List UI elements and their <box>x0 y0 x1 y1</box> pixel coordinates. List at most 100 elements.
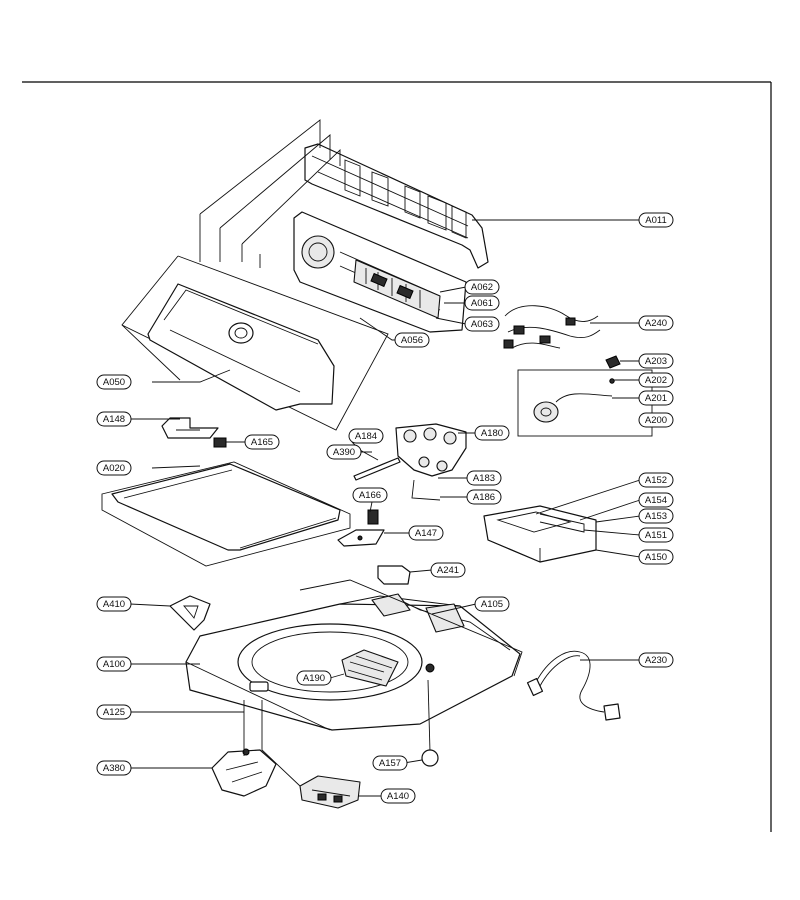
callout-label: A152 <box>645 475 667 486</box>
callout-a186: A186 <box>466 489 502 505</box>
callout-bubble <box>380 788 416 804</box>
leader-lines <box>129 219 652 797</box>
callout-label: A390 <box>333 447 355 458</box>
callout-a151: A151 <box>638 527 674 543</box>
callout-a061: A061 <box>464 295 500 311</box>
callout-label: A150 <box>645 552 667 563</box>
callout-bubble <box>96 704 132 720</box>
callout-a011: A011 <box>638 212 674 228</box>
callout-label: A241 <box>437 565 459 576</box>
control-panel-rear-cover <box>304 143 489 269</box>
callout-bubble <box>638 652 674 668</box>
callout-label: A154 <box>645 495 667 506</box>
callout-a062: A062 <box>464 279 500 295</box>
callout-a140: A140 <box>380 788 416 804</box>
callout-label: A140 <box>387 791 409 802</box>
power-cord <box>526 650 621 721</box>
hose-a390 <box>353 457 401 481</box>
pressure-sensor-group <box>517 355 653 437</box>
callout-bubble <box>348 428 384 444</box>
callout-a180: A180 <box>474 425 510 441</box>
callout-label: A186 <box>473 492 495 503</box>
callout-label: A153 <box>645 511 667 522</box>
callout-a154: A154 <box>638 492 674 508</box>
callout-a166: A166 <box>352 487 388 503</box>
switch-a165 <box>213 437 227 448</box>
callout-a150: A150 <box>638 549 674 565</box>
callout-bubble <box>296 670 332 686</box>
pcb-a190 <box>341 649 399 687</box>
callout-bubble <box>96 596 132 612</box>
callout-bubble <box>464 295 500 311</box>
callout-a148: A148 <box>96 411 132 427</box>
callout-bubble <box>464 316 500 332</box>
callout-label: A148 <box>103 414 125 425</box>
callout-a230: A230 <box>638 652 674 668</box>
callout-label: A183 <box>473 473 495 484</box>
callout-label: A230 <box>645 655 667 666</box>
control-panel-outer <box>121 255 389 431</box>
callout-bubble <box>638 372 674 388</box>
callout-label: A062 <box>471 282 493 293</box>
callout-bubble <box>638 508 674 524</box>
callout-a410: A410 <box>96 596 132 612</box>
callout-label: A200 <box>645 415 667 426</box>
water-valve-assembly <box>395 423 467 501</box>
callout-a063: A063 <box>464 316 500 332</box>
callout-a020: A020 <box>96 460 132 476</box>
callout-a202: A202 <box>638 372 674 388</box>
callout-a152: A152 <box>638 472 674 488</box>
callout-a153: A153 <box>638 508 674 524</box>
callout-a105: A105 <box>474 596 510 612</box>
callout-bubble <box>430 562 466 578</box>
callout-a390: A390 <box>326 444 362 460</box>
callout-bubble <box>638 315 674 331</box>
callout-label: A147 <box>415 528 437 539</box>
callout-bubble <box>638 472 674 488</box>
callout-bubble <box>394 332 430 348</box>
callout-a203: A203 <box>638 353 674 369</box>
leveling-foot-a157 <box>421 663 439 767</box>
lid-a020 <box>101 461 351 567</box>
callout-bubble <box>408 525 444 541</box>
callout-bubble <box>326 444 362 460</box>
callout-label: A201 <box>645 393 667 404</box>
callout-bubble <box>638 549 674 565</box>
callout-label: A203 <box>645 356 667 367</box>
callout-label: A190 <box>303 673 325 684</box>
callout-bubble <box>372 755 408 771</box>
lock-a147 <box>337 529 385 547</box>
callout-bubble <box>638 212 674 228</box>
callout-bubble <box>474 596 510 612</box>
control-pcb <box>353 259 441 319</box>
callout-bubble <box>352 487 388 503</box>
module-a241 <box>377 565 411 585</box>
callout-bubble <box>96 460 132 476</box>
bracket-a148 <box>161 417 219 439</box>
callout-bubble <box>96 374 132 390</box>
callout-a157: A157 <box>372 755 408 771</box>
callout-label: A056 <box>401 335 423 346</box>
callout-label: A050 <box>103 377 125 388</box>
callout-label: A020 <box>103 463 125 474</box>
callout-label: A151 <box>645 530 667 541</box>
callout-label: A165 <box>251 437 273 448</box>
callout-bubble <box>638 412 674 428</box>
callout-a201: A201 <box>638 390 674 406</box>
callout-a183: A183 <box>466 470 502 486</box>
callout-label: A166 <box>359 490 381 501</box>
callout-bubble <box>638 353 674 369</box>
callout-label: A202 <box>645 375 667 386</box>
callout-a380: A380 <box>96 760 132 776</box>
callout-label: A157 <box>379 758 401 769</box>
callout-label: A063 <box>471 319 493 330</box>
callout-label: A100 <box>103 659 125 670</box>
callout-bubble <box>638 527 674 543</box>
callout-bubble <box>244 434 280 450</box>
callout-a056: A056 <box>394 332 430 348</box>
callout-label: A125 <box>103 707 125 718</box>
callout-label: A240 <box>645 318 667 329</box>
callout-label: A180 <box>481 428 503 439</box>
